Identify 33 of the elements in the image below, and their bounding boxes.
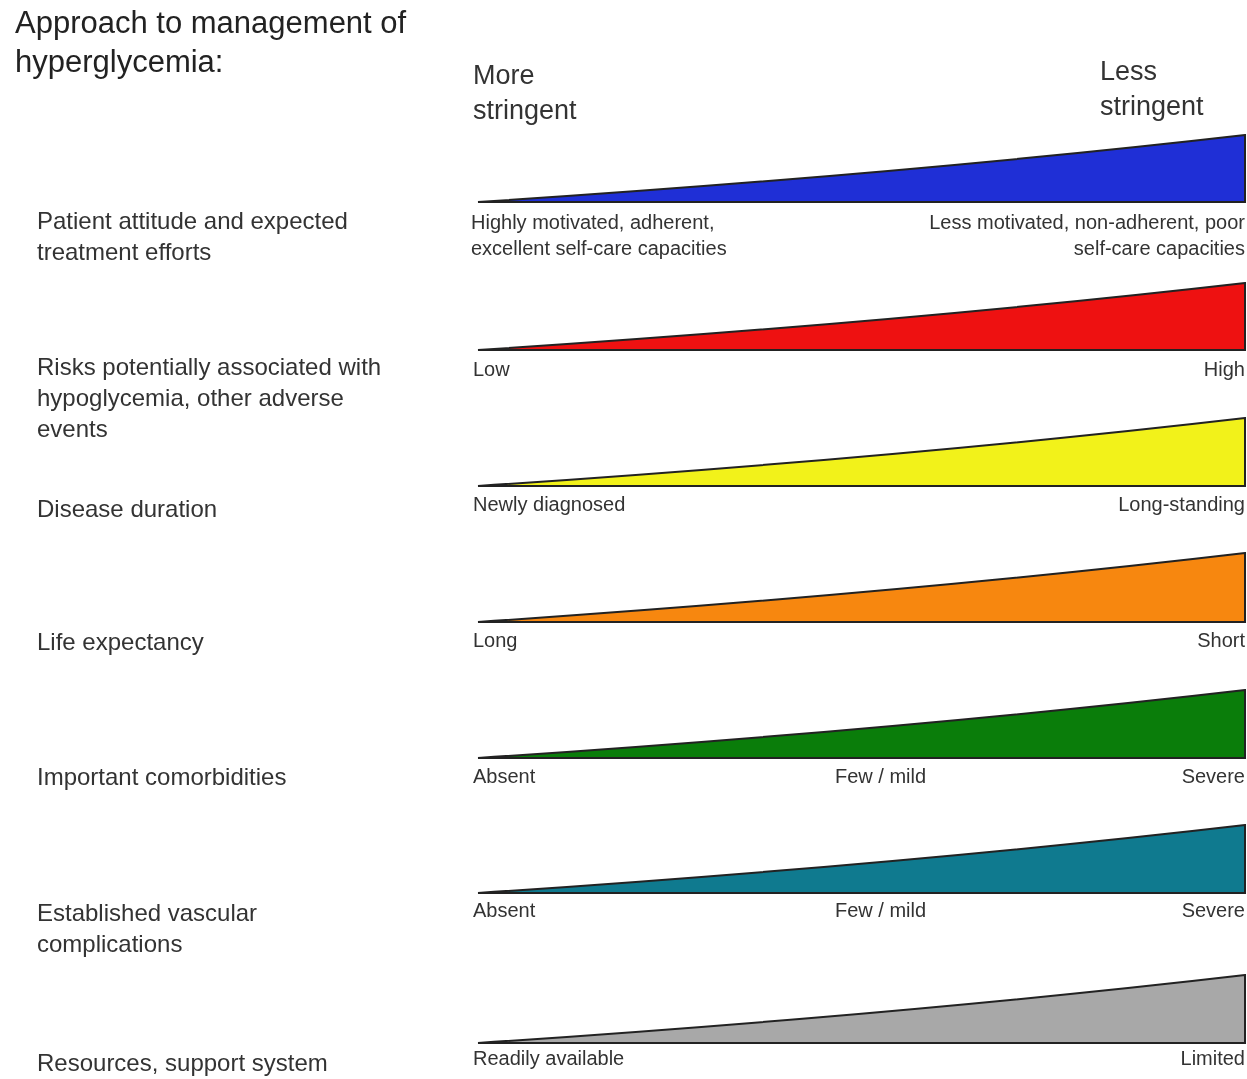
- scale-label: Highly motivated, adherent, excellent self-care capacities: [471, 210, 728, 261]
- wedge-shape: [477, 552, 1246, 623]
- scale-label: Few / mild: [835, 898, 928, 923]
- scale-label: Readily available: [473, 1046, 626, 1071]
- scale-label: Few / mild: [835, 764, 928, 789]
- scale-label: Absent: [473, 898, 537, 923]
- row-label: Risks potentially associated with hypoglycemia, other adverse events: [37, 352, 383, 445]
- row-label: Disease duration: [37, 494, 219, 524]
- row-label: Important comorbidities: [37, 762, 288, 792]
- scale-label: Severe: [1180, 898, 1245, 923]
- wedge-shape: [477, 282, 1246, 351]
- scale-end-label: More stringent: [473, 59, 578, 128]
- wedge-shape: [477, 974, 1246, 1044]
- scale-label: Limited: [1179, 1046, 1245, 1071]
- wedge-shape: [477, 824, 1246, 894]
- scale-end-label: Less stringent: [1100, 55, 1205, 124]
- scale-label: Severe: [1180, 764, 1245, 789]
- scale-label: High: [1202, 357, 1245, 382]
- row-label: Resources, support system: [37, 1048, 329, 1078]
- scale-label: Newly diagnosed: [473, 492, 627, 517]
- wedge-shape: [477, 689, 1246, 759]
- scale-label: Low: [473, 357, 511, 382]
- scale-label: Short: [1196, 628, 1245, 653]
- row-label: Established vascular complications: [37, 898, 259, 960]
- scale-label: Long-standing: [1117, 492, 1245, 517]
- row-label: Patient attitude and expected treatment efforts: [37, 206, 349, 268]
- wedge-shape: [477, 417, 1246, 487]
- scale-label: Less motivated, non-adherent, poor self-care capacities: [928, 210, 1245, 261]
- title: Approach to management of hyperglycemia:: [15, 4, 408, 81]
- scale-label: Long: [473, 628, 519, 653]
- wedge-shape: [477, 134, 1246, 203]
- row-label: Life expectancy: [37, 627, 205, 657]
- scale-label: Absent: [473, 764, 537, 789]
